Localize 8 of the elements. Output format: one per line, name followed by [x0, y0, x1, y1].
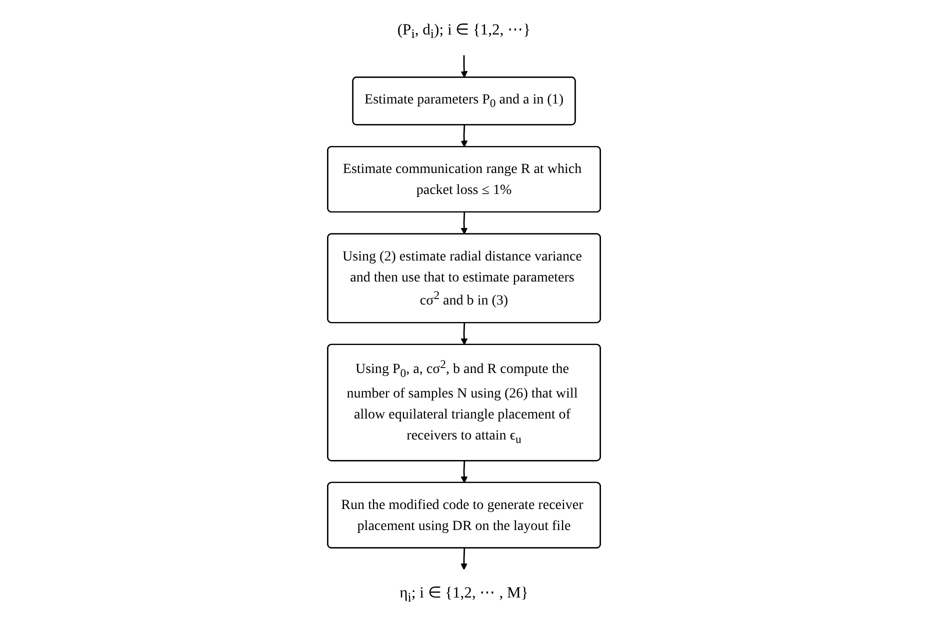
node-text: η$_{i}$; i ∈ {1,2, ⋯ , M}: [400, 584, 528, 605]
node-text: (P$_{i}$, d$_{i}$); i ∈ {1,2, ⋯}: [397, 21, 531, 42]
arrow: [460, 322, 468, 346]
arrow: [460, 212, 468, 234]
arrow: [460, 125, 468, 148]
arrow: [460, 460, 468, 484]
arrow: [460, 548, 468, 570]
arrow: [460, 55, 468, 78]
